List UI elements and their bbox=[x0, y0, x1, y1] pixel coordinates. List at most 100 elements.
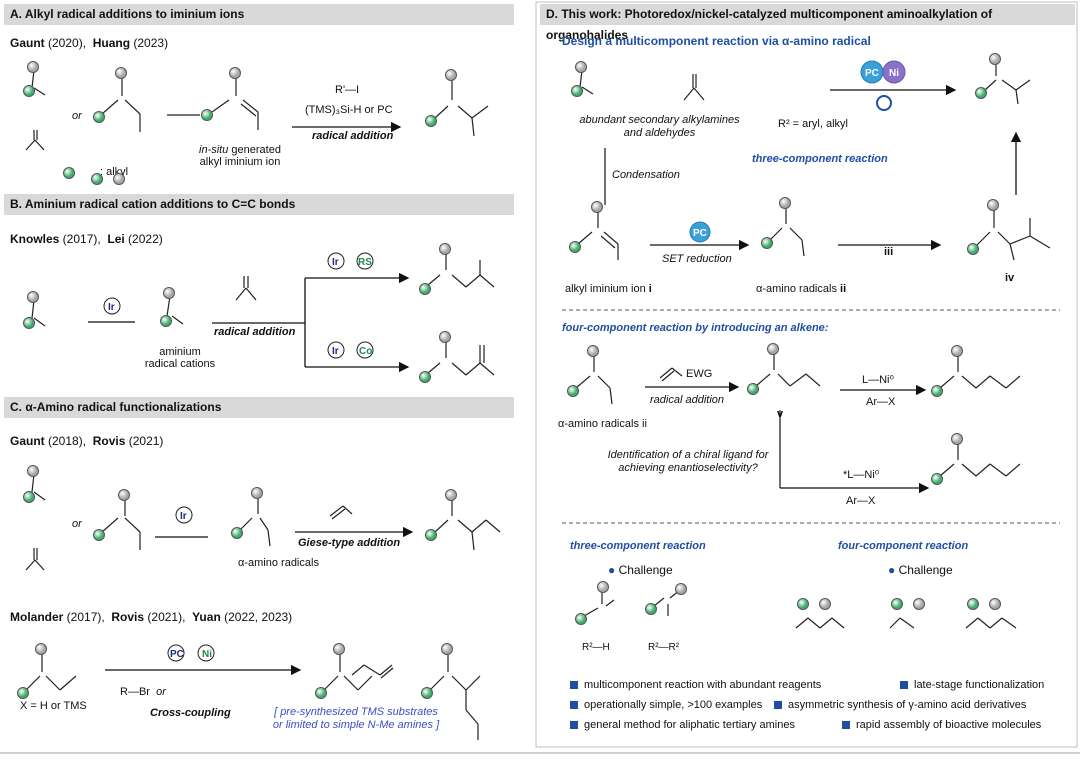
grey-alkyl-ball-icon bbox=[779, 197, 791, 209]
panel-d-border bbox=[535, 1, 1078, 748]
panel-d-four-comp: four-component reaction by introducing a… bbox=[562, 322, 829, 334]
grey-alkyl-ball-icon bbox=[35, 643, 47, 655]
panel-d-header: D. This work: Photoredox/nickel-catalyze… bbox=[540, 4, 1075, 42]
green-alkyl-ball-icon bbox=[891, 598, 903, 610]
grey-alkyl-ball-icon bbox=[118, 489, 130, 501]
panel-d-four-comp-2: four-component reaction bbox=[838, 540, 969, 552]
grey-alkyl-ball-icon bbox=[587, 345, 599, 357]
green-alkyl-ball-icon bbox=[93, 111, 105, 123]
svg-text:Ir: Ir bbox=[180, 511, 187, 522]
green-alkyl-ball-icon bbox=[421, 687, 433, 699]
panel-c-citation-2: Molander (2017), Rovis (2021), Yuan (202… bbox=[10, 610, 293, 624]
panel-d-challenge-2: ● Challenge bbox=[888, 563, 953, 577]
grey-alkyl-ball-icon bbox=[333, 643, 345, 655]
grey-alkyl-ball-icon bbox=[951, 433, 963, 445]
green-alkyl-ball-icon bbox=[747, 383, 759, 395]
green-alkyl-ball-icon bbox=[931, 385, 943, 397]
panel-d-challenge-1: ● Challenge bbox=[608, 563, 673, 577]
panel-a-citation: Gaunt (2020), Huang (2023) bbox=[10, 36, 169, 50]
grey-alkyl-ball-icon bbox=[767, 343, 779, 355]
panel-c-x-def: X = H or TMS bbox=[20, 700, 87, 712]
green-alkyl-ball-icon bbox=[575, 613, 587, 625]
green-alkyl-ball-icon bbox=[567, 385, 579, 397]
green-alkyl-ball-icon bbox=[425, 115, 437, 127]
grey-alkyl-ball-icon bbox=[27, 61, 39, 73]
green-alkyl-ball-icon bbox=[571, 85, 583, 97]
panel-d-iv: iv bbox=[1005, 272, 1015, 284]
bullet-square-icon bbox=[774, 701, 782, 709]
highlight-3: operationally simple, >100 examples bbox=[570, 699, 762, 711]
panel-d-ar-x-2: Ar—X bbox=[846, 495, 876, 507]
panel-d-star-l-ni0: *L—Ni⁰ bbox=[843, 469, 880, 481]
panel-d-r2-r2: R²—R² bbox=[648, 642, 680, 653]
svg-text:PC: PC bbox=[693, 228, 707, 239]
green-alkyl-ball-icon bbox=[645, 603, 657, 615]
grey-alkyl-ball-icon bbox=[441, 643, 453, 655]
svg-text:RS: RS bbox=[358, 257, 372, 268]
panel-c-r-br: R—Br or bbox=[120, 686, 166, 698]
bullet-square-icon bbox=[570, 721, 578, 729]
green-alkyl-ball-icon bbox=[23, 491, 35, 503]
panel-a-iminium-caption: in-situ generated alkyl iminium ion bbox=[199, 144, 281, 168]
panel-b-citation: Knowles (2017), Lei (2022) bbox=[10, 232, 163, 246]
panel-d-iminium-i: alkyl iminium ion i bbox=[565, 283, 652, 295]
panel-d-amino-ii: α-amino radicals ii bbox=[756, 283, 847, 295]
panel-a-header: A. Alkyl radical additions to iminium io… bbox=[4, 4, 514, 25]
panel-d-design: Design a multicomponent reaction via α-a… bbox=[562, 34, 871, 48]
highlight-1: multicomponent reaction with abundant re… bbox=[570, 679, 821, 691]
panel-d-condensation: Condensation bbox=[612, 169, 680, 181]
highlight-4: asymmetric synthesis of γ-amino acid der… bbox=[774, 699, 1026, 711]
green-alkyl-ball-icon bbox=[761, 237, 773, 249]
panel-d-three-comp-2: three-component reaction bbox=[570, 540, 706, 552]
grey-alkyl-ball-icon bbox=[251, 487, 263, 499]
grey-alkyl-ball-icon bbox=[163, 287, 175, 299]
panel-d-iii: iii bbox=[884, 246, 894, 258]
grey-alkyl-ball-icon bbox=[591, 201, 603, 213]
green-alkyl-ball-icon bbox=[23, 85, 35, 97]
green-alkyl-ball-icon bbox=[93, 529, 105, 541]
green-alkyl-ball-icon bbox=[17, 687, 29, 699]
panel-c-amino-radicals: α-amino radicals bbox=[238, 557, 319, 569]
panel-d-three-comp: three-component reaction bbox=[752, 153, 888, 165]
green-alkyl-ball-icon bbox=[975, 87, 987, 99]
panel-d-v: v bbox=[777, 408, 784, 420]
grey-alkyl-ball-icon bbox=[597, 581, 609, 593]
grey-alkyl-ball-icon bbox=[819, 598, 831, 610]
green-alkyl-ball-icon bbox=[23, 317, 35, 329]
svg-text:Ir: Ir bbox=[332, 257, 339, 268]
green-alkyl-ball-icon bbox=[315, 687, 327, 699]
bullet-square-icon bbox=[570, 681, 578, 689]
svg-text:Ir: Ir bbox=[108, 302, 115, 313]
svg-text:Ir: Ir bbox=[332, 346, 339, 357]
bullet-square-icon bbox=[570, 701, 578, 709]
svg-text:Ni: Ni bbox=[889, 68, 899, 79]
green-alkyl-ball-icon bbox=[419, 283, 431, 295]
grey-alkyl-ball-icon bbox=[989, 598, 1001, 610]
grey-alkyl-ball-icon bbox=[951, 345, 963, 357]
panel-d-r2-h: R²—H bbox=[582, 642, 610, 653]
panel-d-r2-def: R² = aryl, alkyl bbox=[778, 118, 848, 130]
panel-b-header: B. Aminium radical cation additions to C… bbox=[4, 194, 514, 215]
highlight-2: late-stage functionalization bbox=[900, 679, 1044, 691]
green-alkyl-ball-icon bbox=[931, 473, 943, 485]
panel-d-set-reduction: SET reduction bbox=[662, 253, 732, 265]
panel-d-radical-addition: radical addition bbox=[650, 394, 724, 406]
panel-c-giese: Giese-type addition bbox=[298, 537, 401, 549]
ir-catalyst-badge-a: Ir bbox=[103, 297, 121, 315]
green-alkyl-ball-icon bbox=[160, 315, 172, 327]
highlight-5: general method for aliphatic tertiary am… bbox=[570, 719, 795, 731]
bullet-square-icon bbox=[842, 721, 850, 729]
svg-text:PC: PC bbox=[170, 649, 184, 660]
grey-alkyl-ball-icon bbox=[989, 53, 1001, 65]
panel-c-cross-coupling: Cross-coupling bbox=[150, 707, 231, 719]
grey-alkyl-ball-icon bbox=[987, 199, 999, 211]
green-alkyl-ball-icon bbox=[425, 529, 437, 541]
green-alkyl-ball-icon bbox=[201, 109, 213, 121]
panel-c-header: C. α-Amino radical functionalizations bbox=[4, 397, 514, 418]
green-alkyl-ball-icon bbox=[797, 598, 809, 610]
